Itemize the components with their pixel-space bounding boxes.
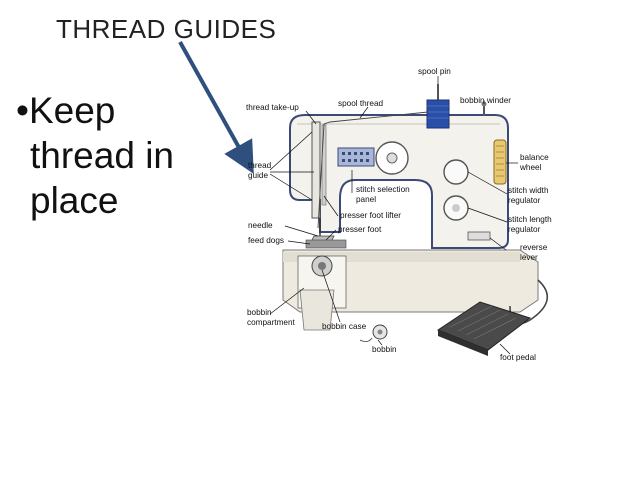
- label-balance-wheel-1: balance: [520, 153, 549, 162]
- label-stitch-length-2: regulator: [508, 225, 541, 234]
- label-stitch-selection-2: panel: [356, 195, 376, 204]
- spool: [426, 84, 487, 129]
- label-spool-thread: spool thread: [338, 99, 384, 108]
- label-presser-foot-lifter: presser foot lifter: [340, 211, 401, 220]
- label-reverse-lever-2: lever: [520, 253, 538, 262]
- label-stitch-selection-1: stitch selection: [356, 185, 410, 194]
- bobbin-compartment: [297, 255, 347, 331]
- bullet-line-1-text: Keep: [28, 90, 116, 131]
- machine-body: [289, 114, 509, 249]
- label-spool-pin: spool pin: [418, 67, 451, 76]
- label-stitch-length-1: stitch length: [508, 215, 552, 224]
- label-thread-guide-2: guide: [248, 171, 268, 180]
- label-presser-foot: presser foot: [338, 225, 382, 234]
- label-needle: needle: [248, 221, 273, 230]
- bullet-line-3: place: [30, 180, 119, 221]
- bullet-line-2: thread in: [30, 135, 174, 176]
- label-stitch-width-1: stitch width: [508, 186, 549, 195]
- label-bobbin: bobbin: [372, 345, 397, 354]
- label-foot-pedal: foot pedal: [500, 353, 536, 362]
- label-bobbin-winder: bobbin winder: [460, 96, 511, 105]
- label-reverse-lever-1: reverse: [520, 243, 548, 252]
- label-thread-take-up: thread take-up: [246, 103, 299, 112]
- label-thread-guide-1: thread: [248, 161, 272, 170]
- bullet-line-1: •Keep: [16, 88, 174, 133]
- label-bobbin-case: bobbin case: [322, 322, 367, 331]
- foot-pedal: [436, 301, 532, 356]
- label-bobbin-compartment-2: compartment: [247, 318, 296, 327]
- label-stitch-width-2: regulator: [508, 196, 541, 205]
- bullet-text: •Keep thread in place: [16, 88, 174, 223]
- leader-lines: [269, 76, 518, 355]
- label-balance-wheel-2: wheel: [519, 163, 542, 172]
- spool-thread-path: [317, 111, 429, 229]
- thread-guide-arrow: [178, 41, 254, 174]
- bobbin-part: [359, 324, 388, 342]
- bullet-marker: •: [16, 90, 29, 131]
- slide-title: THREAD GUIDES: [56, 14, 277, 44]
- label-bobbin-compartment-1: bobbin: [247, 308, 272, 317]
- label-feed-dogs: feed dogs: [248, 236, 284, 245]
